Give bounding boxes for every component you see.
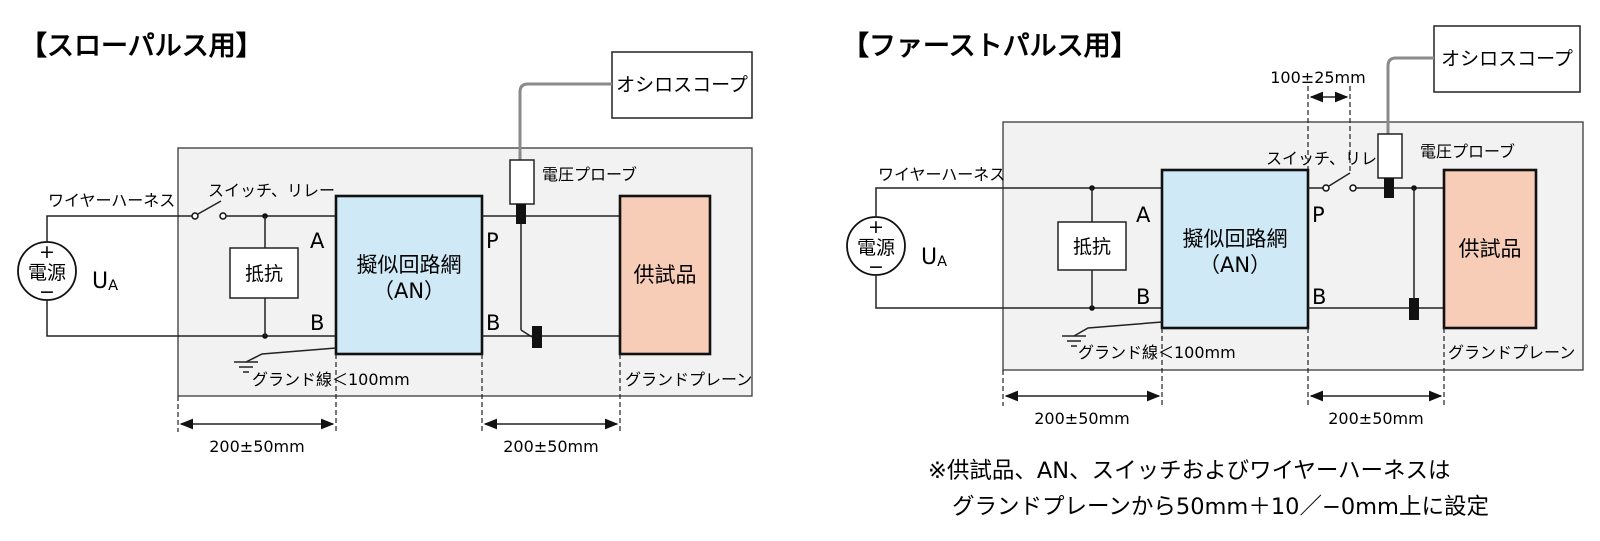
fast-dim-left-label: 200±50mm (1034, 409, 1129, 428)
slow-eut-box (618, 194, 712, 356)
fast-ground-wire-label: グランド線＜100mm (1078, 343, 1236, 362)
slow-switch-label: スイッチ、リレー (208, 181, 335, 200)
slow-term-p: P (486, 229, 499, 253)
slow-oscilloscope (611, 51, 753, 119)
fast-term-p: P (1312, 203, 1325, 227)
fast-ground-plane-label: グランドプレーン (1448, 343, 1575, 362)
fast-resistor (1057, 221, 1127, 271)
fast-power-plus: + (868, 216, 884, 238)
fast-eut-label: 供試品 (1459, 237, 1522, 261)
fast-wire-bottom-left (875, 275, 1162, 309)
slow-dim-left-label: 200±50mm (209, 437, 304, 456)
fast-term-b: B (1136, 285, 1150, 309)
note-line-1: ※供試品、AN、スイッチおよびワイヤーハーネスは (928, 458, 1450, 484)
slow-power-label: 電源 (28, 262, 66, 284)
slow-an-label-2: （AN） (373, 279, 445, 303)
slow-probe-cable (518, 82, 612, 160)
fast-power-minus: − (868, 256, 884, 278)
fast-wire-top-left (875, 187, 1162, 217)
fast-dim-probe-label: 100±25mm (1270, 68, 1365, 87)
fast-pulse-diagram: 【ファーストパルス用】 オシロスコープ 100±25mm + 電源 − UA ワ… (842, 25, 1584, 428)
slow-wire-bottom-left (46, 300, 336, 337)
fast-an-label-2: （AN） (1199, 253, 1271, 277)
slow-probe-label: 電圧プローブ (542, 165, 637, 184)
fast-switch-label: スイッチ、リレー (1266, 149, 1393, 168)
fast-an-label-1: 擬似回路網 (1183, 227, 1288, 251)
note-line-2: グランドプレーンから50mm＋10／−0mm上に設定 (952, 494, 1489, 520)
fast-ua-label: UA (921, 245, 947, 270)
fast-probe-cable (1386, 56, 1434, 134)
slow-title: 【スローパルス用】 (20, 31, 263, 62)
slow-power-plus: + (39, 241, 55, 263)
fast-voltage-probe (1377, 133, 1403, 179)
fast-resistor-label: 抵抗 (1073, 236, 1111, 258)
fast-switch (1328, 172, 1351, 187)
slow-ua-label: UA (92, 269, 118, 294)
fast-term-a: A (1136, 203, 1151, 227)
slow-harness-label: ワイヤーハーネス (48, 191, 175, 210)
fast-eut-box (1442, 168, 1538, 330)
slow-wire-top-left (46, 215, 195, 242)
slow-probe-ground-clip (532, 326, 542, 348)
slow-an-label-1: 擬似回路網 (357, 253, 462, 277)
slow-term-b2: B (486, 311, 500, 335)
slow-dim-right-label: 200±50mm (503, 437, 598, 456)
slow-resistor-label: 抵抗 (245, 263, 283, 285)
fast-oscilloscope (1433, 25, 1581, 93)
fast-probe-label: 電圧プローブ (1420, 142, 1515, 161)
slow-eut-label: 供試品 (634, 263, 697, 287)
slow-an-box (334, 194, 484, 356)
fast-title: 【ファーストパルス用】 (842, 31, 1138, 62)
slow-ground-wire-label: グランド線＜100mm (252, 370, 410, 389)
fast-an-box (1160, 168, 1310, 330)
slow-term-b: B (310, 311, 324, 335)
fast-power-label: 電源 (857, 237, 895, 259)
slow-voltage-probe (509, 159, 535, 205)
fast-term-b2: B (1312, 285, 1326, 309)
slow-oscilloscope-label: オシロスコープ (616, 74, 748, 96)
slow-resistor (229, 247, 299, 299)
fast-probe-ground-clip (1409, 298, 1419, 320)
fast-dim-right-label: 200±50mm (1328, 409, 1423, 428)
fast-harness-label: ワイヤーハーネス (878, 165, 1005, 184)
fast-oscilloscope-label: オシロスコープ (1441, 48, 1573, 70)
slow-power-minus: − (39, 281, 55, 303)
slow-ground-plane-label: グランドプレーン (625, 370, 752, 389)
slow-pulse-diagram: 【スローパルス用】 オシロスコープ + 電源 − UA ワイヤーハーネス スイッ… (17, 31, 753, 456)
slow-term-a: A (310, 229, 325, 253)
slow-switch (197, 200, 222, 215)
